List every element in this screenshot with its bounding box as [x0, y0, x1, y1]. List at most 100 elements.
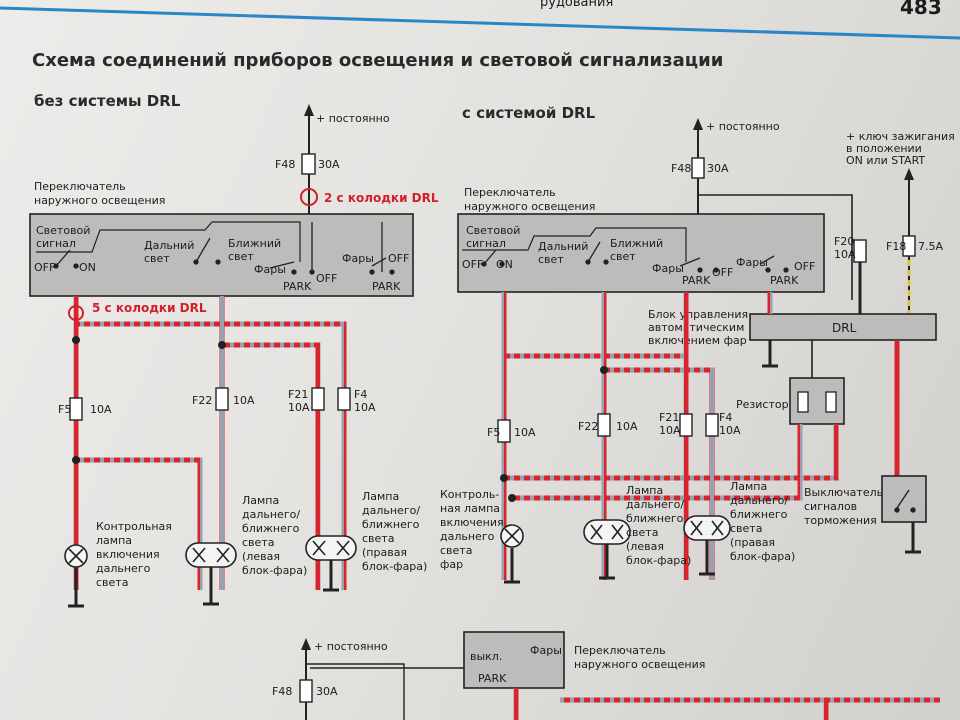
annotation-circle	[300, 188, 318, 206]
bottom-diagram: + постоянно F48 30A выкл. Фары PARK Пере…	[272, 631, 940, 720]
left-lamp-l-6: блок-фара)	[242, 564, 307, 577]
left-fuse-f4-rating: 10A	[354, 401, 376, 414]
lamp-icon	[683, 515, 731, 541]
right-switch-label-1: Переключатель	[464, 186, 556, 199]
right-lamp-ind-4: дальнего	[440, 530, 495, 543]
left-lamp-l-3: ближнего	[242, 522, 300, 535]
left-signal-label-1: Световой	[36, 224, 90, 237]
left-lamp-ind-5: света	[96, 576, 128, 589]
right-lamp-r-3: ближнего	[730, 508, 788, 521]
page-header: рудования 483	[0, 0, 960, 40]
right-fuse-f21-rating: 10A	[659, 424, 681, 437]
right-lamp-r-6: блок-фара)	[730, 550, 795, 563]
right-lamp-l-5: (левая	[626, 540, 664, 553]
right-fuse-main-rating: 30A	[707, 162, 729, 175]
left-switch-label-2: наружного освещения	[34, 194, 165, 207]
page-title: Схема соединений приборов освещения и св…	[32, 50, 723, 71]
right-lamp-l-1: Лампа	[626, 484, 663, 497]
arrow-up-icon	[301, 638, 311, 650]
fuse-icon	[853, 239, 867, 263]
left-diagram: + постоянно F48 30A 2 с колодки DRL Пере…	[29, 104, 439, 608]
right-lamp-ind-1: Контроль-	[440, 488, 499, 501]
right-lamp-l-2: дальнего/	[626, 498, 684, 511]
left-switch-label-1: Переключатель	[34, 180, 126, 193]
lamp-icon	[185, 542, 237, 568]
right-fuse-f5-rating: 10A	[514, 426, 536, 439]
right-pos-park-1: PARK	[682, 274, 711, 287]
annot-pin2: 2 с колодки DRL	[324, 191, 439, 205]
left-near-label-2: свет	[228, 250, 254, 263]
left-lamp-r-5: (правая	[362, 546, 407, 559]
right-lamp-r-2: дальнего/	[730, 494, 788, 507]
lamp-icon	[305, 535, 357, 561]
header-section-text: рудования	[540, 0, 613, 10]
bottom-light-switch-box	[463, 631, 565, 689]
left-lamp-l-4: света	[242, 536, 274, 549]
left-signal-label-2: сигнал	[36, 237, 76, 250]
fuse-f20-id: F20	[834, 235, 854, 248]
right-fuse-f22-id: F22	[578, 420, 598, 433]
right-switch-label-2: наружного освещения	[464, 200, 595, 213]
right-headlights-label-1: Фары	[652, 262, 684, 275]
left-lamp-r-6: блок-фара)	[362, 560, 427, 573]
left-lamp-ind-1: Контрольная	[96, 520, 172, 533]
resistor-icon	[825, 391, 837, 413]
left-pos-park-1: PARK	[283, 280, 312, 293]
left-fuse-f21-rating: 10A	[288, 401, 310, 414]
bottom-fuse-id: F48	[272, 685, 292, 698]
drl-block-label-2: автоматическим	[648, 321, 744, 334]
left-lamp-ind-2: лампа	[96, 534, 132, 547]
right-fuse-main-id: F48	[671, 162, 691, 175]
brake-label-3: торможения	[804, 514, 877, 527]
right-pos-off-1: OFF	[462, 258, 483, 271]
arrow-up-icon	[904, 168, 914, 180]
drl-unit-label: DRL	[832, 321, 857, 335]
right-lamp-ind-5: света	[440, 544, 472, 557]
left-pos-off-1: OFF	[34, 261, 55, 274]
right-lamp-l-3: ближнего	[626, 512, 684, 525]
annotation-circle	[68, 305, 84, 321]
left-fuse-f21-id: F21	[288, 388, 308, 401]
right-signal-label-1: Световой	[466, 224, 520, 237]
right-fuse-f5-id: F5	[487, 426, 500, 439]
right-supply-label: + постоянно	[706, 120, 780, 133]
left-fuse-f22-id: F22	[192, 394, 212, 407]
left-lamp-l-1: Лампа	[242, 494, 279, 507]
right-diagram: + постоянно F48 30A + ключ зажигания в п…	[440, 118, 955, 584]
fuse-f18-id: F18	[886, 240, 906, 253]
left-pos-on: ON	[79, 261, 96, 274]
fuse-icon	[691, 157, 705, 179]
right-far-label-1: Дальний	[538, 240, 588, 253]
right-lamp-r-5: (правая	[730, 536, 775, 549]
annot-pin5: 5 с колодки DRL	[92, 301, 207, 315]
drl-block-label-1: Блок управления	[648, 308, 748, 321]
left-supply-label: + постоянно	[316, 112, 390, 125]
left-lamp-r-4: света	[362, 532, 394, 545]
right-lamp-ind-3: включения	[440, 516, 504, 529]
fuse-f18-rating: 7.5A	[918, 240, 943, 253]
right-signal-label-2: сигнал	[466, 237, 506, 250]
lamp-icon	[583, 519, 631, 545]
brake-label-1: Выключатель	[804, 486, 883, 499]
ignition-label-2: в положении	[846, 142, 922, 155]
fuse-icon	[301, 153, 316, 175]
page-number: 483	[900, 0, 942, 19]
resistor-icon	[797, 391, 809, 413]
bottom-pos-off: выкл.	[470, 650, 502, 663]
brake-label-2: сигналов	[804, 500, 857, 513]
left-fuse-f5-rating: 10A	[90, 403, 112, 416]
resistor-label: Резистор	[736, 398, 789, 411]
right-light-switch-box	[457, 213, 825, 293]
fuse-f20-rating: 10A	[834, 248, 856, 261]
arrow-up-icon	[693, 118, 703, 130]
left-far-label-2: свет	[144, 252, 170, 265]
right-headlights-label-2: Фары	[736, 256, 768, 269]
right-lamp-r-4: света	[730, 522, 762, 535]
left-near-label-1: Ближний	[228, 237, 281, 250]
right-fuse-f21-id: F21	[659, 411, 679, 424]
right-fuse-f4-id: F4	[719, 411, 732, 424]
left-pos-off-2: OFF	[316, 272, 337, 285]
fuse-icon	[902, 235, 916, 257]
right-lamp-ind-2: ная лампа	[440, 502, 500, 515]
